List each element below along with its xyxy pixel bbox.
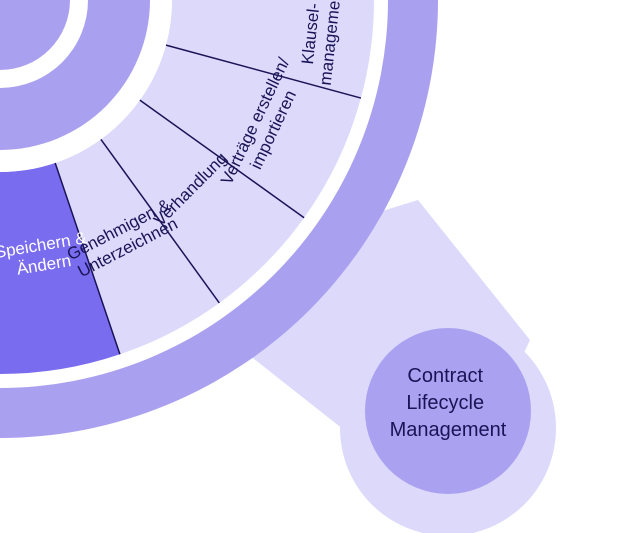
hub-label-line-2: Lifecycle: [406, 392, 484, 414]
segment-vertraege: [139, 45, 361, 218]
inner-core-center: [0, 0, 70, 70]
hub-label: Contract Lifecycle Management: [390, 365, 507, 441]
hub-label-line-1: Contract: [407, 365, 483, 387]
segment-divider: [139, 99, 305, 219]
segment-divider: [54, 162, 121, 355]
segment-verhandlung: [100, 100, 305, 303]
hub-circle: [365, 328, 531, 494]
hub-label-line-3: Management: [390, 419, 507, 441]
segment-genehmigen: [55, 139, 220, 355]
segment-klausel: [165, 0, 374, 99]
segment-divider: [100, 138, 220, 304]
segment-speichern: [0, 162, 120, 374]
segment-divider: [165, 44, 362, 99]
